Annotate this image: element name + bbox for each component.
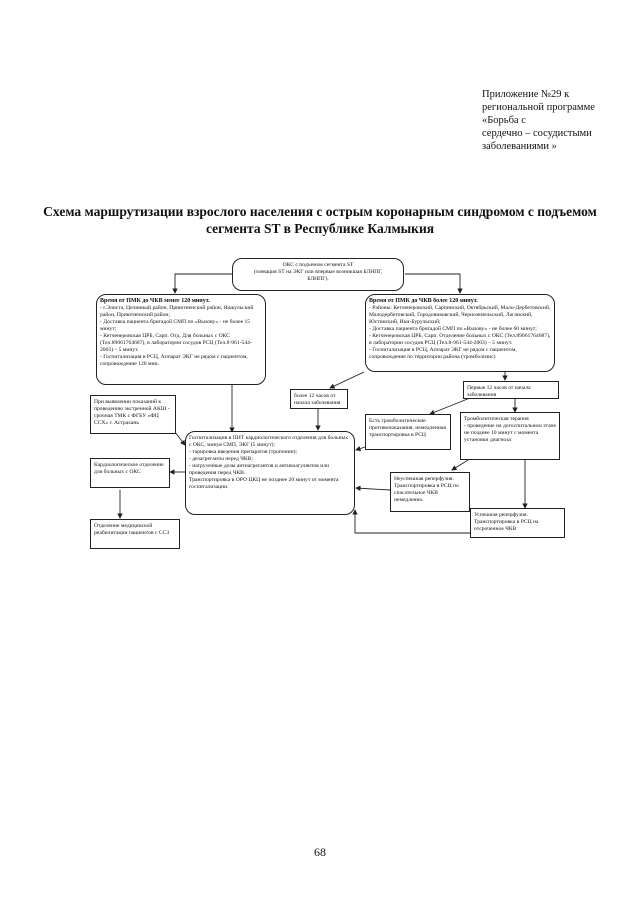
flow-node-rehab-dept: Отделение медицинской реабилитации пацие… [90, 519, 180, 549]
flow-node-cardiology-dept: Кардиологическое отделение для больных с… [90, 458, 170, 488]
flow-node-failed-reperfusion: Неуспешная реперфузия. Транспортировка в… [390, 472, 470, 512]
flow-node-more12: более 12 часов от начала заболевания [290, 389, 348, 409]
arrow-less12-to-contra [429, 397, 471, 415]
flow-node-main-center: Госпитализация в ПИТ кардиологического о… [185, 431, 355, 515]
page-number: 68 [314, 845, 326, 859]
arrow-note-to-main [174, 431, 186, 446]
arrow-top-to-right [405, 273, 463, 294]
flow-node-thrombolysis-contra: Есть тромболитические противопоказания, … [365, 414, 451, 450]
arrow-top-to-left [172, 273, 232, 294]
right-group-text: - Районы: Кетченеровский, Сарпинский, Ок… [369, 305, 551, 360]
arrow-contra-to-main [355, 446, 366, 452]
arrow-therapy-to-failed [451, 459, 469, 471]
title-line-2: сегмента ST в Республике Калмыкия [205, 221, 435, 236]
left-group-text: - г.Элиста, Целинный район, Приютненский… [100, 305, 254, 367]
flow-node-left-group: Время от ПМК до ЧКВ менее 120 минут. - г… [96, 294, 266, 385]
flow-node-thrombolysis-therapy: Тромболитическая терапия - проведение на… [460, 412, 560, 460]
flow-node-side-note: При выявлении показаний к проведению экс… [90, 395, 176, 434]
document-title: Схема маршрутизации взрослого населения … [40, 203, 600, 237]
right-group-heading: Время от ПМК до ЧКВ более 120 минут. [369, 298, 478, 304]
title-line-1: Схема маршрутизации взрослого населения … [43, 204, 597, 219]
flow-node-top: ОКС с подъемом сегмента ST (элевация ST … [232, 258, 404, 291]
arrow-failed-to-main [355, 485, 391, 491]
arrow-success-to-main [352, 509, 470, 534]
flow-node-right-group: Время от ПМК до ЧКВ более 120 минут. - Р… [365, 294, 555, 372]
flow-node-successful-reperfusion: Успешная реперфузия. Транспортировка в Р… [470, 508, 565, 538]
appendix-note: Приложение №29 к региональной программе … [482, 89, 595, 152]
left-group-heading: Время от ПМК до ЧКВ менее 120 минут. [100, 298, 210, 304]
flow-node-less12: Первые 12 часов от начала заболевания [463, 381, 559, 399]
arrow-right-to-more12 [329, 371, 365, 389]
